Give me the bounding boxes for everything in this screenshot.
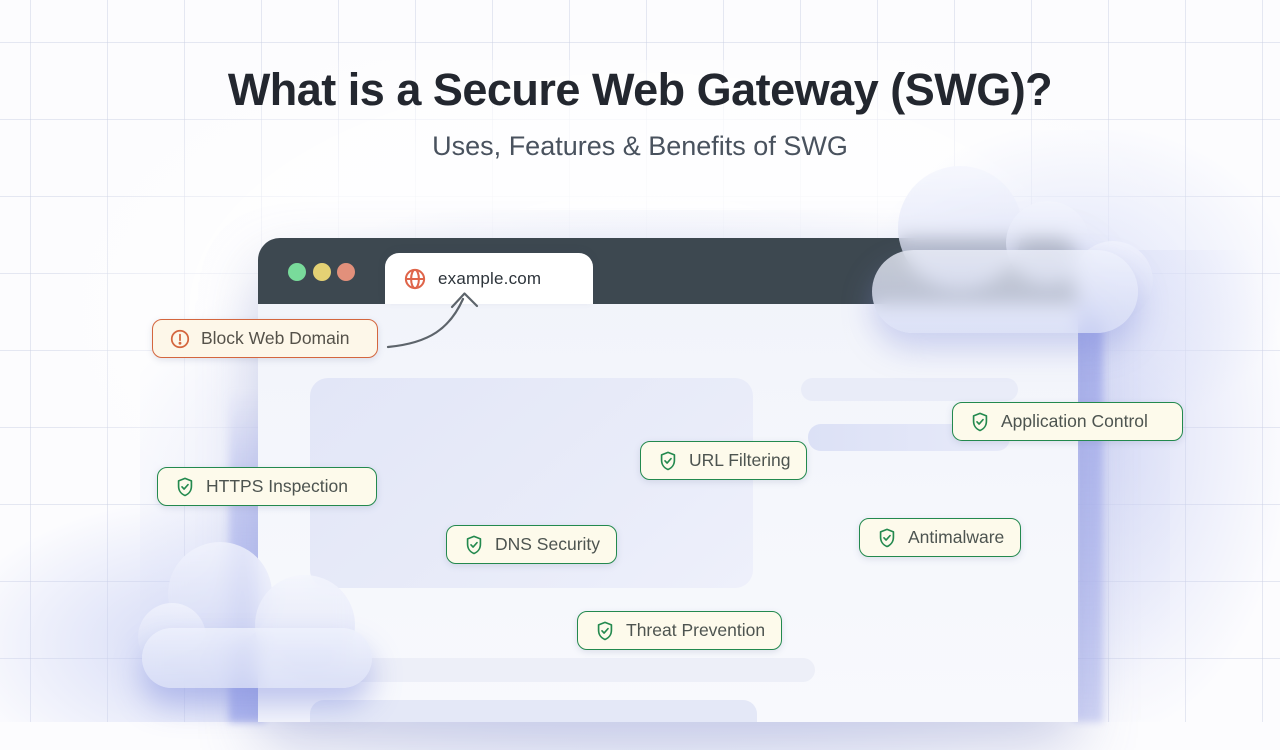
badge-antimalware: Antimalware bbox=[859, 518, 1022, 557]
shield-check-icon bbox=[876, 527, 898, 549]
badge-threat-prevention: Threat Prevention bbox=[577, 611, 783, 650]
badge-block-web-domain: Block Web Domain bbox=[152, 319, 378, 358]
shield-check-icon bbox=[594, 620, 616, 642]
shield-check-icon bbox=[463, 534, 485, 556]
badge-label: Threat Prevention bbox=[626, 620, 766, 640]
badge-label: DNS Security bbox=[495, 534, 601, 554]
window-right-glow bbox=[1073, 292, 1103, 722]
window-control-yellow-dot[interactable] bbox=[313, 263, 331, 281]
badge-url-filtering: URL Filtering bbox=[640, 441, 808, 480]
content-placeholder-line bbox=[310, 700, 757, 722]
page-subtitle: Uses, Features & Benefits of SWG bbox=[432, 131, 848, 161]
shield-check-icon bbox=[657, 450, 679, 472]
badge-https-inspection: HTTPS Inspection bbox=[157, 467, 377, 506]
badge-label: HTTPS Inspection bbox=[206, 476, 348, 496]
alert-circle-icon bbox=[169, 328, 191, 350]
shield-check-icon bbox=[174, 476, 196, 498]
badge-label: Antimalware bbox=[908, 527, 1005, 547]
browser-tab[interactable]: example.com bbox=[385, 253, 593, 304]
badge-label: URL Filtering bbox=[689, 450, 791, 470]
window-control-red-dot[interactable] bbox=[337, 263, 355, 281]
page-title: What is a Secure Web Gateway (SWG)? bbox=[227, 64, 1053, 115]
window-control-green-dot[interactable] bbox=[288, 263, 306, 281]
badge-application-control: Application Control bbox=[952, 402, 1183, 441]
globe-icon bbox=[402, 266, 428, 292]
badge-label: Block Web Domain bbox=[201, 328, 350, 348]
badge-dns-security: DNS Security bbox=[446, 525, 618, 564]
shield-check-icon bbox=[969, 411, 991, 433]
badge-label: Application Control bbox=[1001, 411, 1148, 431]
content-placeholder-line bbox=[801, 378, 1018, 401]
content-placeholder-line bbox=[300, 658, 815, 682]
tab-url: example.com bbox=[438, 268, 542, 288]
